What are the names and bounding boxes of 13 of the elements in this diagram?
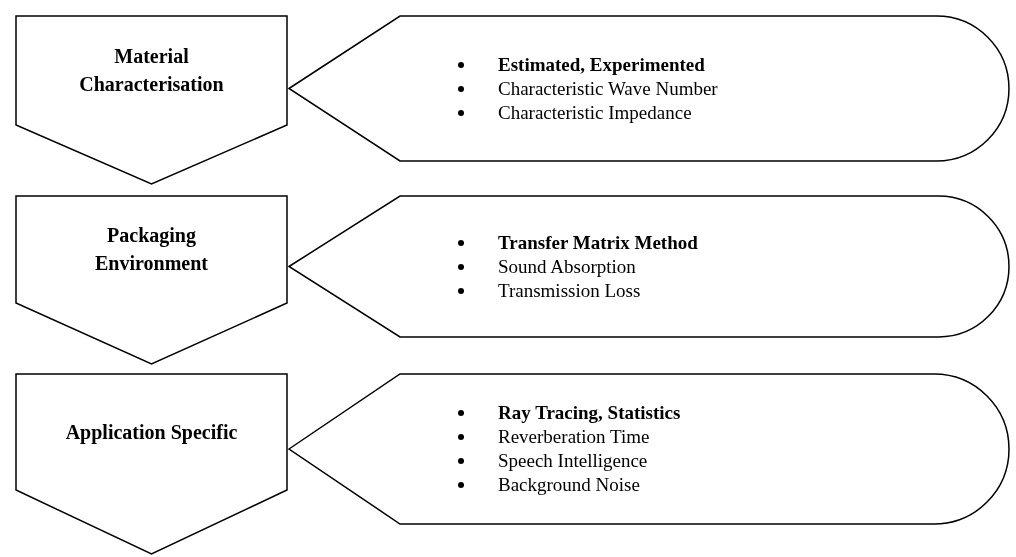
bullet-item: Estimated, Experimented bbox=[458, 52, 718, 77]
bullet-item: Speech Intelligence bbox=[458, 449, 681, 473]
bullet-item: Transfer Matrix Method bbox=[458, 230, 698, 255]
bullet-item: Background Noise bbox=[458, 473, 681, 497]
bullet-item: Sound Absorption bbox=[458, 254, 698, 279]
stage-title: Application Specific bbox=[64, 419, 239, 446]
bullet-item: Reverberation Time bbox=[458, 425, 681, 449]
bullet-item: Transmission Loss bbox=[458, 278, 698, 303]
bullet-item: Characteristic Impedance bbox=[458, 100, 718, 125]
bullet-item: Ray Tracing, Statistics bbox=[458, 401, 681, 425]
stage-title: Packaging Environment bbox=[94, 223, 209, 276]
stage-title: Material Characterisation bbox=[78, 44, 225, 97]
bullet-item: Characteristic Wave Number bbox=[458, 76, 718, 101]
